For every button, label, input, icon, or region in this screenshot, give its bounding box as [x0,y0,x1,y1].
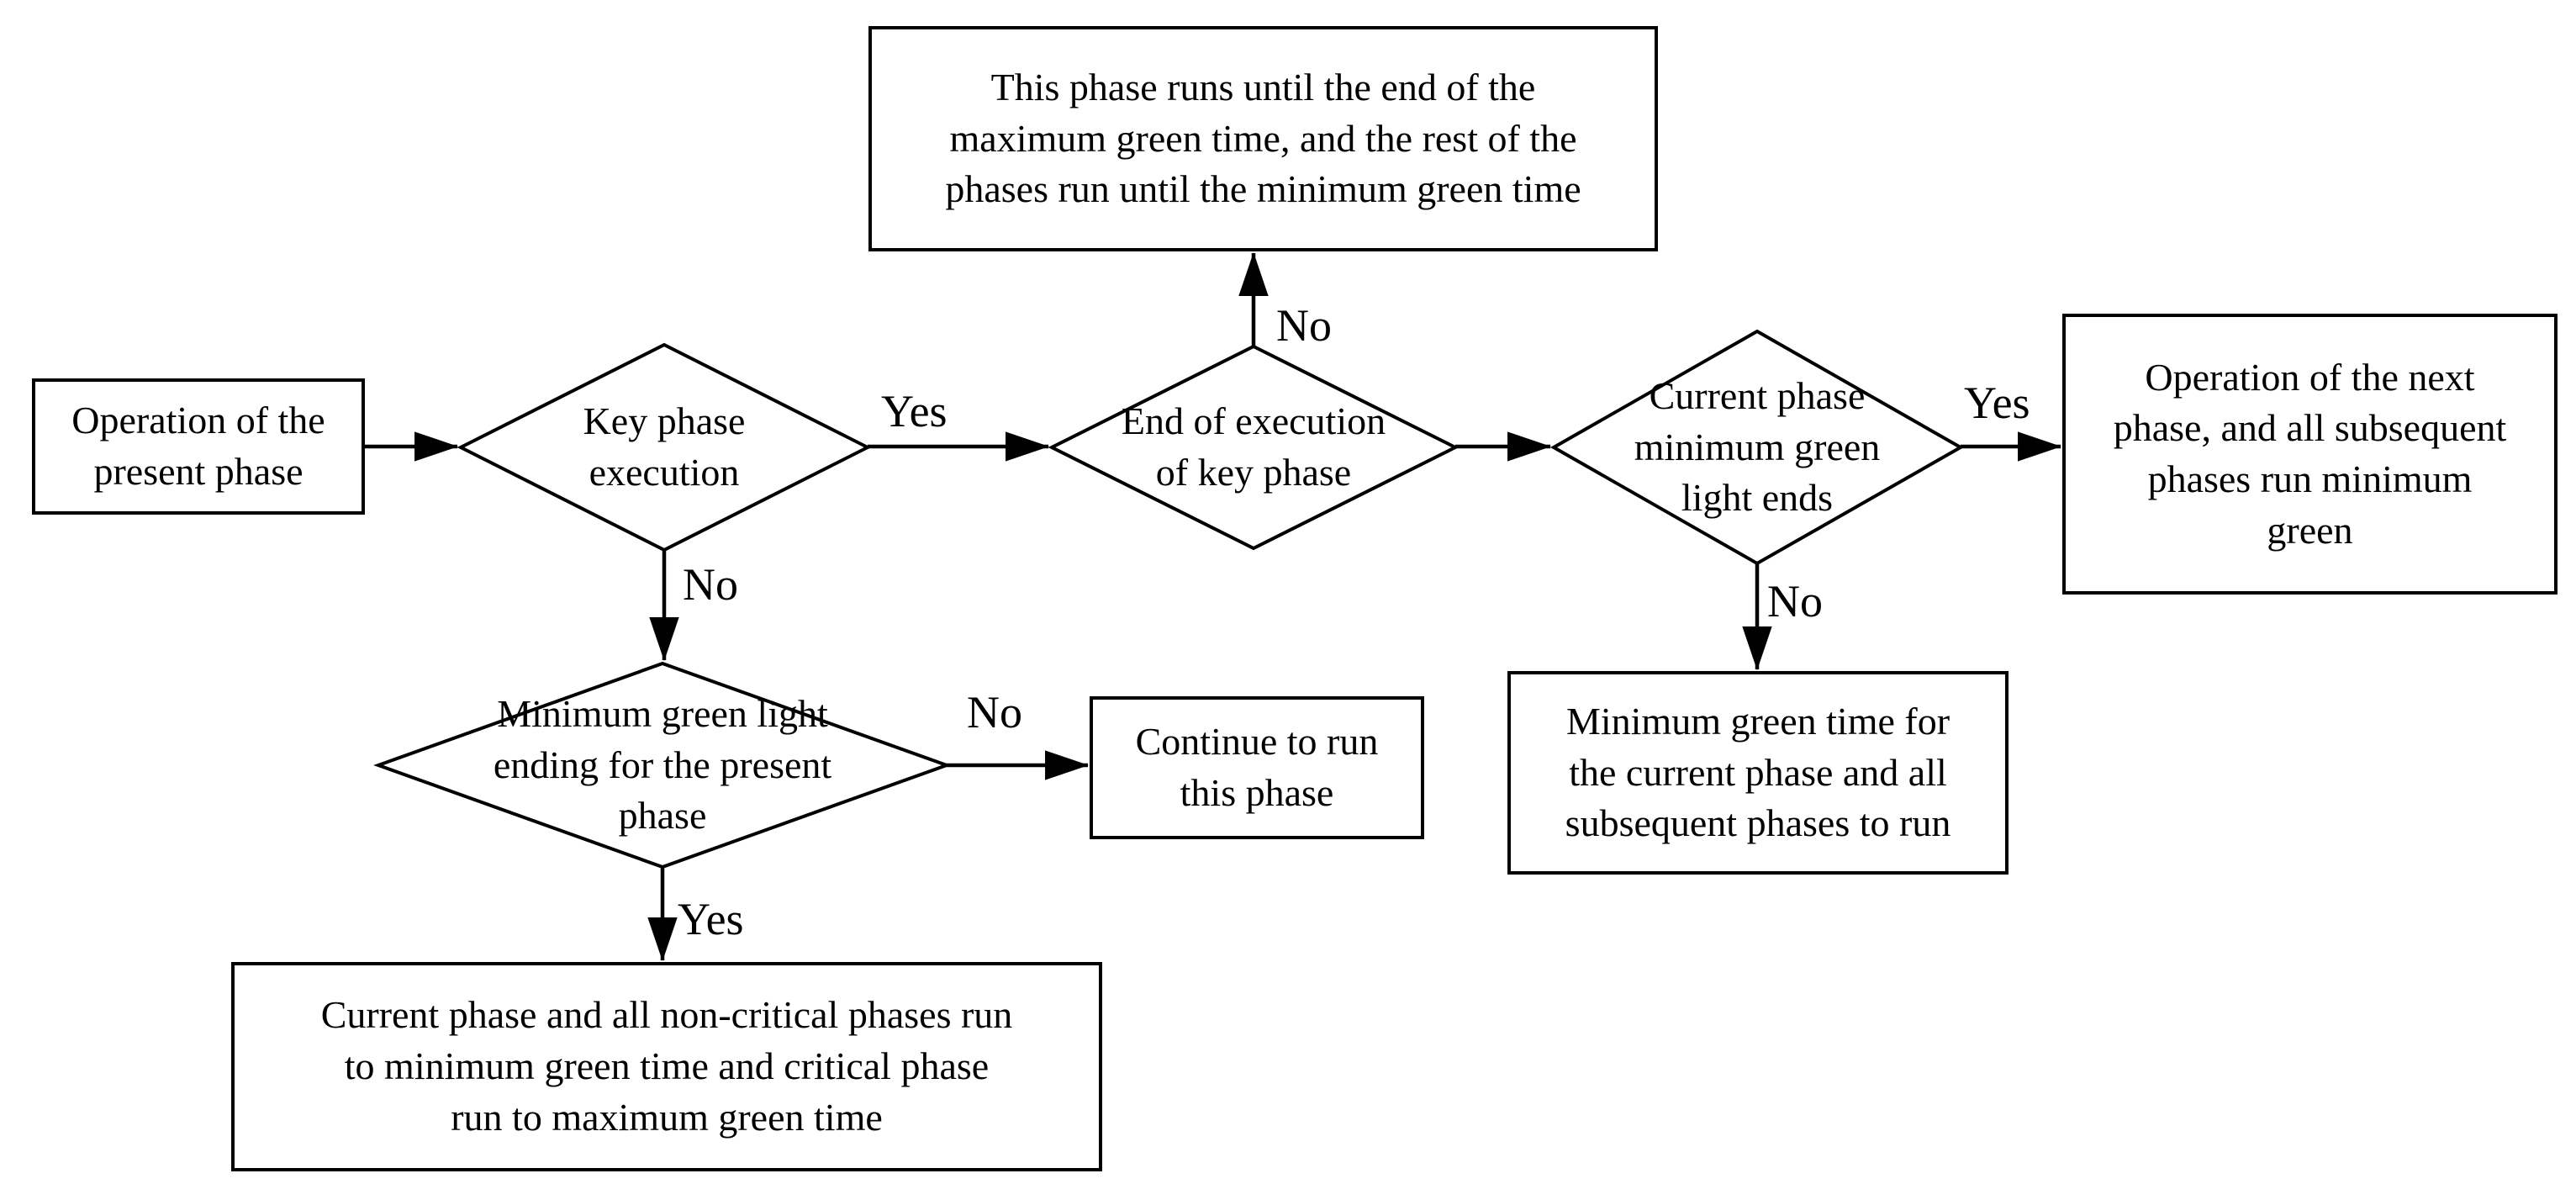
node-min-green-subsequent-box [1507,671,2009,875]
key-phase-diamond-label: Key phase execution [583,399,746,494]
continue-box-label: Continue to run this phase [1135,720,1379,814]
edge-label-min-green-ending-no: No [967,687,1022,737]
critical-phase-outcome-label: Current phase and all non-critical phase… [320,993,1013,1139]
min-green-ends-diamond-label: Current phase minimum green light ends [1634,373,1881,520]
end-execution-diamond-label: End of execution of key phase [1121,399,1386,494]
min-green-subsequent-box-label: Minimum green time for the current phase… [1565,699,1951,845]
node-next-phase-box [2062,314,2558,595]
edge-label-min-green-ends-yes: Yes [1964,378,2030,428]
edge-label-min-green-ending-yes: Yes [678,894,744,944]
edge-label-key-phase-yes: Yes [881,386,948,436]
next-phase-box-label: Operation of the next phase, and all sub… [2113,355,2507,552]
min-green-ending-diamond-label: Minimum green light ending for the prese… [493,691,832,838]
edge-label-end-execution-no: No [1276,300,1332,351]
node-start-box [32,378,365,515]
edge-label-key-phase-no: No [683,559,738,610]
node-continue-box [1090,696,1424,839]
max-green-outcome-label: This phase runs until the end of the max… [945,65,1581,211]
node-max-green-outcome-box [868,26,1658,251]
node-end-execution-diamond [1048,344,1460,551]
start-box-label: Operation of the present phase [71,399,325,493]
edge-label-min-green-ends-no: No [1767,576,1823,626]
node-critical-phase-outcome-box [231,962,1102,1171]
